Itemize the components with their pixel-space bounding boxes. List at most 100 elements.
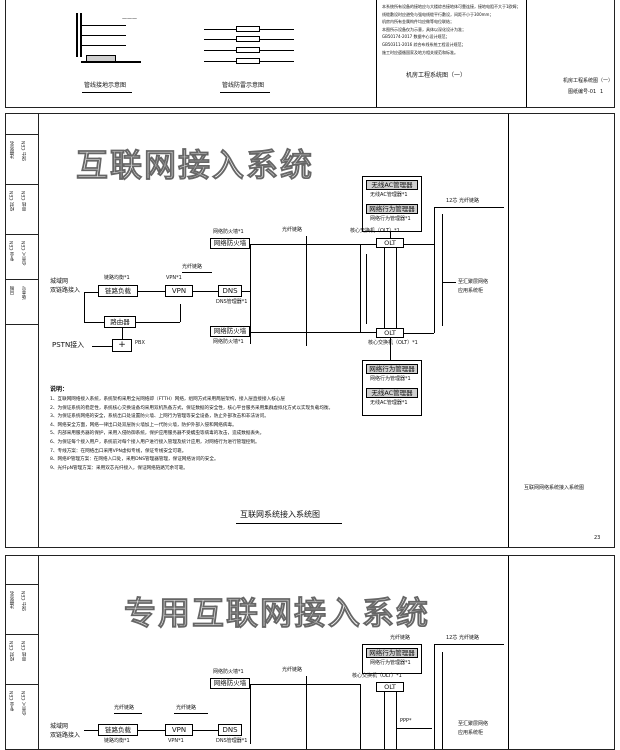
fiber-top-label-2: 光纤链路 (390, 635, 411, 641)
note-line: 本系统所有设备的接地应与大楼综合接地体可靠连接，接地电阻不大于1欧姆； (382, 4, 521, 9)
note-line: 4、网络安全方面，网络一律出口处双层防火墙加上一代防火墙，防护外部入侵和网络病毒… (50, 422, 237, 428)
right-fiber-label: 12芯 光纤链路 (446, 198, 479, 204)
right-bus-2 (442, 214, 443, 326)
right-bus-2a (434, 644, 435, 749)
firewall-top-box: 网络防火墙 (210, 238, 250, 249)
olt-top-drop (384, 248, 385, 328)
pipe-base (81, 61, 141, 63)
note-line: 线缆敷设时应避免与强电线缆平行敷设，间距不小于300mm； (382, 11, 494, 17)
mgmt-bottom-link (390, 338, 391, 360)
router-bottom-label-2: 链路均衡*1 (104, 738, 130, 744)
spd-box (236, 47, 260, 53)
link-pstn (92, 346, 112, 347)
link-switch-up (180, 304, 181, 322)
wireless-ac-bottom-box: 无线AC管理器 (366, 388, 418, 398)
link-fw-top-right (250, 244, 360, 245)
link-olt-top (360, 244, 376, 245)
note-line: 2、为保证系统的稳定性，系统核心交换设备均采用双机热备方式，保证数据的安全性，核… (50, 405, 334, 411)
pipe-wall (76, 13, 78, 57)
link-fw-bot-right (250, 332, 360, 333)
top-drawing-sheet: ——— 管线接地示意图 管线防雷示意图 本系统所有设备的接地应与大楼综合接地体可… (5, 0, 615, 108)
pipe-note: ——— (122, 16, 137, 22)
right-side-label-2: 至汇聚层网络 应用系统柜 (458, 721, 489, 736)
pipe-caption-1: 管线接地示意图 (84, 82, 127, 89)
sheet1-right-title: 互联网网络系统接入系统图 (524, 485, 585, 491)
olt-bottom-label: 核心交换机（OLT）*1 (368, 340, 418, 346)
isp-input-label-2: 城域网 双链路接入 (50, 723, 81, 739)
link-router-vpn-2 (138, 730, 165, 731)
note-line: 3、为保证系统网络的安全，系统出口处设置防火墙、上网行为管理等安全设备，防止外部… (50, 414, 269, 420)
pstn-label: PSTN接入 (52, 341, 85, 349)
firewall-bottom-box: 网络防火墙 (210, 326, 250, 337)
wireless-ac-top-box: 无线AC管理器 (366, 180, 418, 190)
link-fw-top-vert (250, 244, 251, 344)
dns-box: DNS (218, 285, 242, 297)
link-vpn-dns-2 (193, 730, 218, 731)
router-top-line-2 (114, 713, 142, 714)
sheet1-sheet-no: 23 (594, 535, 601, 541)
title-block-divider (508, 114, 509, 547)
vpn-top-label: VPN*1 (166, 275, 182, 281)
fw-label-2: 网络防火墙*1 (213, 669, 244, 675)
mid-label-2: PPP* (400, 718, 412, 724)
spd-box (236, 36, 260, 42)
right-top-line-2 (434, 644, 504, 645)
note-line: 6、为保证每个接入用户，系统前对每个接入用户进行接入管理及统计应用，对网络行为进… (50, 439, 260, 445)
right-top-line (434, 207, 504, 208)
dns-box-2: DNS (218, 724, 242, 736)
spd-box (236, 58, 260, 64)
note-line: 8、网络IP管理方案：在网络入口处，采用DNS管理器管理，保证网络访问的安全。 (50, 457, 219, 463)
link-olt-bot-right (404, 333, 434, 334)
link-isp-switch (84, 322, 104, 323)
note-line: 1、互联网网络接入系统，系统架构采用全光网络即（FTTH）网络，组网方式采用两层… (50, 397, 285, 402)
title-block-divider-2 (508, 556, 509, 749)
link-isp-vert (84, 292, 85, 322)
note-line: GB50174-2017 数据中心设计规范； (382, 34, 450, 40)
dns-bottom-label-2: DNS管理器*1 (216, 738, 248, 744)
olt-box-2: OLT (376, 682, 404, 692)
fw-top-label: 网络防火墙*1 (213, 229, 244, 235)
note-line: GB50311-2016 综合布线系统工程设计规范； (382, 41, 466, 47)
link-pbx-up (122, 328, 123, 339)
wireless-ac-top-sub: 无线AC管理器*1 (370, 192, 408, 198)
olt-drop-2b (396, 692, 397, 749)
caption-underline (236, 523, 342, 524)
vpn-side-line (182, 272, 212, 273)
pipe-line (81, 25, 126, 26)
bus-vert (360, 244, 361, 332)
link-router-vpn (138, 291, 165, 292)
top-right-label: 机房工程系统图（一） (563, 78, 614, 84)
right-side-link (442, 282, 456, 283)
link-fw-right-2 (250, 684, 360, 685)
note-line: 施工时应遵循国家及地方相关规范和标准。 (382, 49, 458, 55)
olt-drop-2 (384, 692, 385, 749)
top-mid-title: 机房工程系统图（一） (406, 72, 467, 79)
mgmt-frame-2 (362, 644, 422, 674)
vpn-top-line-2 (174, 713, 208, 714)
link-switch-right (136, 322, 180, 323)
fiber-vert-2 (306, 676, 307, 749)
notes-title: 说明： (50, 386, 69, 393)
router-top-label: 链路均衡*1 (104, 275, 130, 281)
top-right-page: 1 (600, 89, 604, 95)
dns-bottom-label: DNS管理器*1 (216, 299, 248, 305)
sheet2-watermark-title: 专用互联网接入系统 (124, 594, 431, 633)
vpn-bottom-label-2: VPN*1 (168, 738, 184, 744)
right-bus-2b (442, 652, 443, 749)
mgmt-frame-bottom (362, 360, 422, 416)
note-line: 机房内所有金属构件均应做等电位联结； (382, 19, 454, 25)
pipe-grid (86, 55, 116, 62)
note-line: 本图所示设备仅为示意，具体以深化设计为准； (382, 26, 466, 32)
bus-vert-2 (366, 254, 367, 324)
firewall-box-2: 网络防火墙 (210, 678, 250, 689)
mgmt-top-link (390, 232, 391, 238)
link-fw-vert-2 (250, 684, 251, 744)
spd-box (236, 26, 260, 32)
note-line: 5、内部采用服务器的保护，采用入侵防御系统，保护应用服务器不受蠕虫等病毒的攻击，… (50, 431, 265, 437)
pipe-line (81, 35, 126, 36)
load-balancer-box-2: 链路负载 (98, 724, 138, 736)
